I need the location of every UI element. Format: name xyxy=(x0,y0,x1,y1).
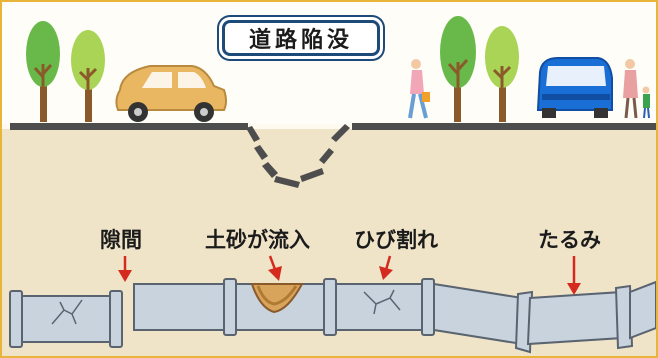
road-surface-left xyxy=(10,123,248,130)
tree-icon xyxy=(71,30,105,122)
down-arrow-icon xyxy=(268,255,282,281)
down-arrow-icon xyxy=(567,256,581,295)
pedestrian-icon xyxy=(623,59,650,119)
tree-icon xyxy=(440,16,476,122)
pipe-icon xyxy=(433,280,656,354)
label-crack: ひび割れ xyxy=(354,228,438,252)
road-crack-icon xyxy=(246,124,350,188)
pedestrian-icon xyxy=(408,59,430,119)
pipe-icon xyxy=(9,290,123,348)
label-gap: 隙間 xyxy=(100,228,142,252)
label-sag: たるみ xyxy=(538,228,601,252)
tree-icon xyxy=(485,26,519,122)
pipe-icon xyxy=(133,278,337,336)
down-arrow-icon xyxy=(379,255,393,280)
diagram-title: 道路陥没 xyxy=(222,20,380,56)
down-arrow-icon xyxy=(118,256,132,282)
pipe-icon xyxy=(335,278,435,336)
label-soil-inflow: 土砂が流入 xyxy=(205,228,310,252)
car-icon xyxy=(115,65,227,122)
road-surface-right xyxy=(352,123,656,130)
tree-icon xyxy=(26,21,60,122)
car-icon xyxy=(536,57,613,118)
